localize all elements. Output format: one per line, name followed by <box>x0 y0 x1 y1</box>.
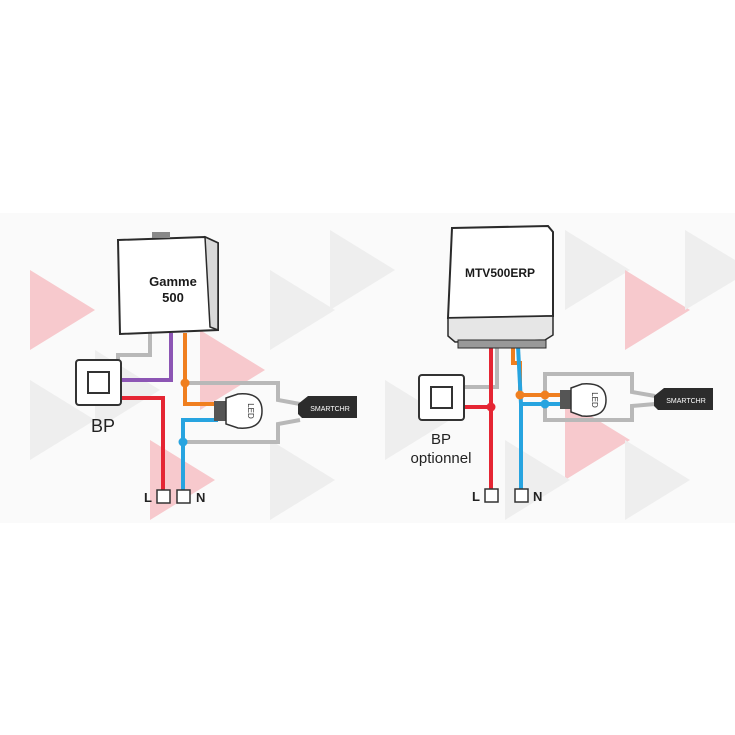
right-diagram: MTV500ERP BP optionnel LED SMARTCHR L N <box>411 224 713 504</box>
bulb-label: LED <box>246 403 255 419</box>
terminal-block: L N <box>472 488 542 504</box>
switch-rocker <box>430 386 453 409</box>
pattern-triangle <box>330 230 395 310</box>
pattern-triangle <box>385 380 450 460</box>
pattern-triangle <box>565 230 630 310</box>
module-label: MTV500ERP <box>465 266 535 280</box>
module-side <box>204 235 219 332</box>
bulb-glass <box>225 393 263 429</box>
wire-live <box>120 396 165 492</box>
switch-label-line1: BP <box>431 431 451 448</box>
terminal-l <box>484 488 499 503</box>
pattern-triangle <box>685 230 735 310</box>
module-terminals <box>457 339 547 349</box>
pattern-triangle <box>30 270 95 350</box>
push-button-switch: BP optionnel <box>411 374 472 467</box>
pattern-triangle <box>270 270 335 350</box>
module-clip <box>152 232 170 238</box>
module-body <box>446 224 554 320</box>
terminal-n-label: N <box>196 490 205 505</box>
bulb-glass <box>570 383 607 417</box>
pattern-triangle <box>625 270 690 350</box>
terminal-l-label: L <box>472 489 480 504</box>
terminal-n <box>176 489 191 504</box>
wire-grey <box>183 418 301 444</box>
background-pattern <box>0 213 735 523</box>
pattern-triangle <box>625 440 690 520</box>
terminal-l <box>156 489 171 504</box>
smartchr-module: SMARTCHR <box>654 388 713 410</box>
led-bulb: LED <box>214 393 263 429</box>
junction-dot <box>540 390 550 400</box>
pattern-triangle <box>270 440 335 520</box>
wire-grey <box>464 346 499 389</box>
junction-dot <box>540 399 550 409</box>
terminal-n <box>514 488 529 503</box>
wire-neutral <box>181 418 218 492</box>
pattern-triangle <box>30 380 95 460</box>
wire-grey <box>543 402 656 422</box>
pattern-triangle <box>200 330 265 410</box>
bulb-base <box>214 401 226 421</box>
junction-dot <box>486 402 496 412</box>
smartchr-body <box>298 396 357 418</box>
module-base <box>447 315 554 343</box>
push-button-switch: BP <box>75 359 122 436</box>
smartchr-label: SMARTCHR <box>666 398 706 405</box>
mtv500erp-module: MTV500ERP <box>446 224 554 349</box>
junction-dot <box>180 378 190 388</box>
switch-rocker <box>87 371 110 394</box>
junction-dot <box>515 390 525 400</box>
module-label-line1: Gamme <box>149 274 197 289</box>
smartchr-body <box>654 388 713 410</box>
bulb-base <box>560 390 571 409</box>
wire-grey <box>543 372 656 398</box>
led-bulb: LED <box>560 383 607 417</box>
module-label-line2: 500 <box>162 290 184 305</box>
wire-grey <box>185 381 301 406</box>
switch-label-line2: optionnel <box>411 450 472 467</box>
smartchr-module: SMARTCHR <box>298 396 357 418</box>
terminal-l-label: L <box>144 490 152 505</box>
gamme-500-module: Gamme 500 <box>116 232 219 336</box>
bulb-label: LED <box>590 392 599 408</box>
wire-pushbutton <box>120 333 173 382</box>
wire-switched <box>183 333 220 406</box>
smartchr-label: SMARTCHR <box>310 406 350 413</box>
terminal-block: L N <box>144 489 205 505</box>
switch-label: BP <box>91 416 115 436</box>
terminal-n-label: N <box>533 489 542 504</box>
junction-dot <box>178 437 188 447</box>
left-diagram: Gamme 500 BP LED SMARTCHR L N <box>75 232 357 505</box>
